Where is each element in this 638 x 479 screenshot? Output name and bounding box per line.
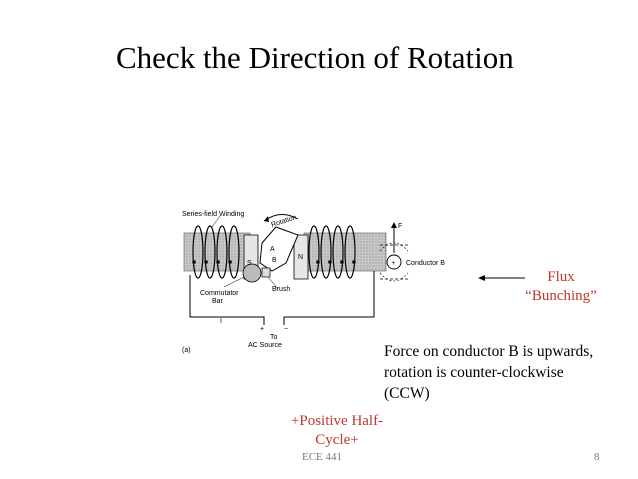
label-conductor-a: A — [270, 246, 275, 253]
label-current: I — [220, 318, 222, 325]
commutator — [242, 263, 262, 283]
label-panel-a: (a) — [182, 347, 191, 354]
label-force-f: F — [398, 223, 402, 230]
force-note: Force on conductor B is upwards, rotatio… — [384, 343, 594, 402]
armature-loop — [259, 226, 299, 272]
slide-title: Check the Direction of Rotation — [116, 40, 514, 75]
half-cycle-line2: Cycle+ — [315, 432, 359, 448]
right-field-coil — [308, 225, 356, 279]
label-ac-source: AC Source — [248, 342, 282, 349]
flux-label-line2: “Bunching” — [525, 288, 597, 304]
label-series-field-winding: Series-field Winding — [182, 211, 244, 218]
conductor-force-diagram: + F Conductor B — [379, 222, 445, 282]
label-conductor-b-name: Conductor B — [406, 260, 445, 267]
conductor-b-circle — [386, 254, 402, 270]
label-rotation: Rotation — [270, 214, 297, 229]
circuit-wires — [189, 271, 375, 325]
label-brush: Brush — [272, 286, 290, 293]
motor-diagram: Series-field Winding Rotation Commutator… — [182, 211, 525, 354]
label-minus: − — [284, 326, 288, 333]
label-commutator: Commutator — [200, 290, 239, 297]
conductor-current-symbol: + — [392, 260, 396, 267]
footer-page-number: 8 — [594, 451, 600, 463]
half-cycle-line1: +Positive Half- — [290, 413, 384, 429]
flux-label-line1: Flux — [547, 269, 575, 285]
flux-bunching-label: Flux “Bunching” — [508, 268, 614, 306]
label-conductor-b: B — [272, 257, 277, 264]
half-cycle-label: +Positive Half- Cycle+ — [278, 412, 396, 450]
left-field-coil — [192, 225, 240, 279]
label-commutator-bar: Bar — [212, 298, 224, 305]
label-pole-n: N — [298, 254, 303, 261]
label-to: To — [270, 334, 278, 341]
brush — [261, 267, 271, 278]
label-pole-s: S — [247, 260, 252, 267]
label-plus: + — [260, 326, 264, 333]
footer-course: ECE 441 — [302, 451, 343, 463]
